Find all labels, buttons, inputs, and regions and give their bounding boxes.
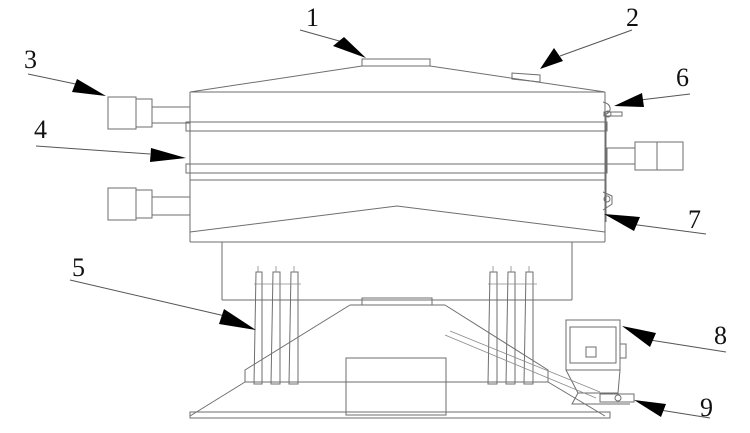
callout-5: 5 <box>69 253 256 330</box>
callout-1: 1 <box>299 3 366 58</box>
springs-left <box>253 266 301 385</box>
motor <box>565 319 630 405</box>
left-discharge-lower <box>107 187 191 221</box>
callout-9: 9 <box>634 393 713 422</box>
clamp-assembly <box>602 101 623 222</box>
frame-band-2 <box>185 163 608 174</box>
callouts: 1 2 3 4 5 6 <box>24 3 727 422</box>
callout-label-4: 4 <box>34 115 47 144</box>
left-discharge-upper <box>107 96 191 130</box>
callout-3: 3 <box>24 45 106 96</box>
callout-6: 6 <box>614 63 691 107</box>
top-inlet <box>361 58 431 67</box>
frame-band-1 <box>185 121 608 132</box>
callout-label-6: 6 <box>676 63 689 92</box>
springs-right <box>487 266 537 385</box>
callout-label-5: 5 <box>72 253 85 282</box>
drive-linkage <box>444 330 635 403</box>
callout-label-2: 2 <box>626 3 639 32</box>
callout-8: 8 <box>622 321 727 353</box>
right-discharge <box>606 141 684 171</box>
callout-label-7: 7 <box>688 205 701 234</box>
cover-outlet <box>511 72 541 83</box>
machine-outline <box>107 58 684 419</box>
callout-label-3: 3 <box>24 45 37 74</box>
callout-label-1: 1 <box>306 3 319 32</box>
callout-label-8: 8 <box>714 321 727 350</box>
callout-label-9: 9 <box>700 393 713 422</box>
callout-4: 4 <box>34 115 186 162</box>
callout-2: 2 <box>540 3 639 69</box>
support-frame <box>221 242 573 306</box>
bottom-tray <box>189 205 606 233</box>
base-pedestal <box>189 304 611 419</box>
top-cover <box>189 65 606 93</box>
callout-7: 7 <box>604 205 707 235</box>
